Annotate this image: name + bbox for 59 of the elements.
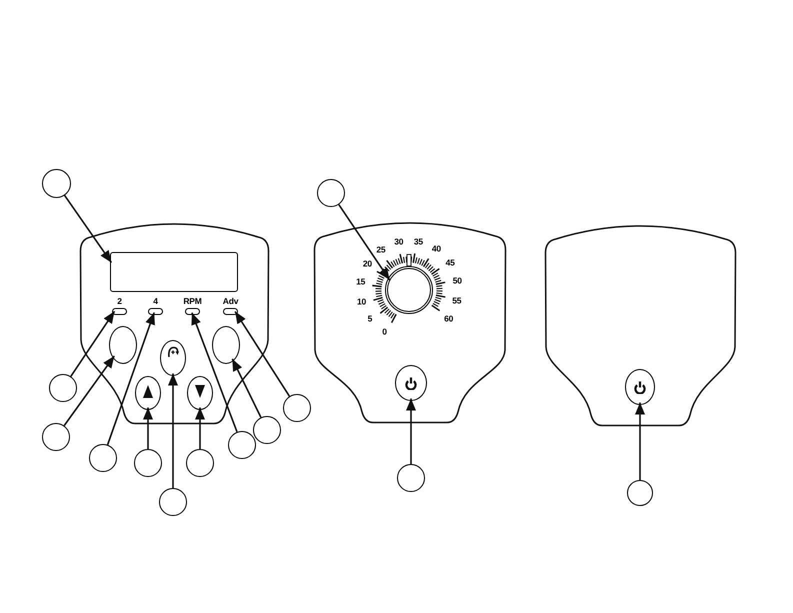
- leader-arrow: [338, 204, 390, 280]
- oval-button: [187, 376, 213, 410]
- leader-arrow: [143, 408, 153, 449]
- leader-arrow: [70, 310, 116, 377]
- oval-button: [160, 340, 186, 376]
- dial-number: 40: [432, 244, 441, 254]
- callout-circle: [317, 179, 345, 207]
- callout-circle: [42, 168, 70, 198]
- leader-arrow: [191, 312, 238, 432]
- callout-circle: [89, 444, 117, 472]
- callout-circle: [134, 449, 162, 477]
- leader-arrow: [234, 311, 290, 397]
- oval-button: [395, 365, 427, 401]
- dial-number: 60: [444, 314, 454, 324]
- callout-circle: [397, 464, 425, 492]
- indicator-label: Adv: [222, 297, 238, 306]
- leader-arrow: [106, 312, 155, 446]
- dial-number: 0: [382, 328, 387, 337]
- leader-arrow: [195, 408, 205, 449]
- dial-number: 15: [356, 278, 366, 287]
- device-faceplate: [79, 221, 270, 425]
- dial-number: 50: [452, 276, 462, 286]
- callout-circle: [627, 480, 653, 506]
- indicator-light: [112, 308, 127, 315]
- dial-number: 55: [452, 296, 462, 306]
- dial-number: 35: [414, 237, 423, 246]
- callout-circle: [253, 416, 281, 444]
- leader-arrow: [64, 194, 112, 264]
- dial-number: 30: [394, 238, 404, 247]
- callout-circle: [186, 449, 214, 477]
- dial-knob: [385, 266, 433, 314]
- dial-number: 25: [376, 245, 386, 254]
- indicator-label: 2: [117, 297, 122, 306]
- indicator-light: [148, 308, 163, 315]
- oval-button: [212, 326, 240, 364]
- callout-circle: [228, 431, 256, 459]
- oval-button: [109, 326, 137, 364]
- leader-arrow: [64, 356, 115, 426]
- dial-number: 5: [368, 314, 372, 324]
- device-faceplate: [544, 223, 737, 427]
- oval-button: [625, 369, 655, 405]
- dial-number: 10: [356, 297, 366, 306]
- dial-number: 20: [362, 260, 372, 269]
- device-faceplate: [313, 220, 507, 424]
- display-screen: [110, 252, 238, 292]
- indicator-label: 4: [153, 297, 158, 306]
- leader-arrow: [635, 402, 645, 480]
- callout-circle: [42, 423, 70, 451]
- leader-arrow: [406, 398, 416, 464]
- indicator-light: [223, 308, 238, 315]
- dial-number: 45: [446, 258, 455, 268]
- indicator-light: [185, 308, 200, 315]
- callout-circle: [49, 374, 77, 402]
- callout-circle: [159, 488, 187, 516]
- indicator-label: RPM: [183, 297, 202, 306]
- leader-arrow: [232, 358, 262, 418]
- oval-button: [135, 376, 161, 410]
- leader-arrow: [168, 374, 178, 488]
- callout-circle: [283, 394, 311, 422]
